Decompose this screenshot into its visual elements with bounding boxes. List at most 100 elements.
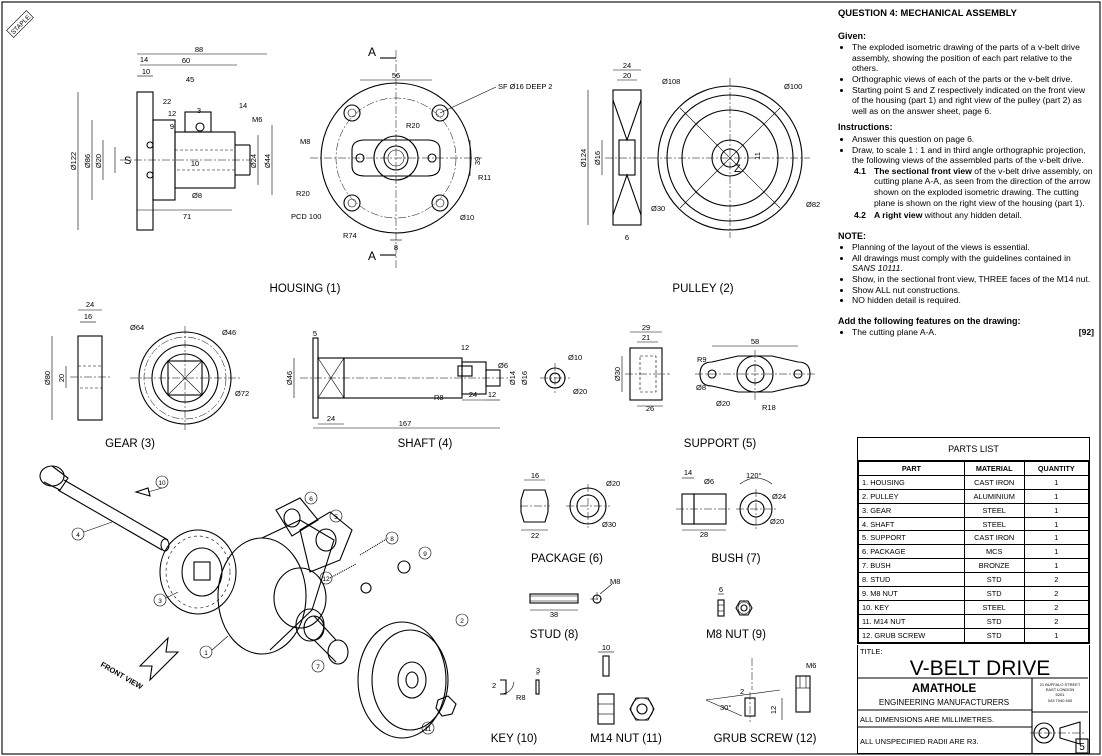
caption-m14nut: M14 NUT (11) (590, 733, 662, 745)
key-views: 3 2 R8 (492, 666, 540, 702)
company-subtitle: ENGINEERING MANUFACTURERS (879, 698, 1009, 707)
dim-b-d6: Ø6 (704, 477, 714, 486)
dim-p20: 20 (623, 71, 631, 80)
iso-m8-nut-1 (397, 560, 411, 574)
part-qty: 1 (1023, 558, 1090, 574)
pulley-right-view: Ø108 Ø100 11 Z Ø30 Ø82 (650, 77, 820, 238)
dim-r74: R74 (343, 231, 357, 240)
dim-d124: Ø124 (579, 149, 588, 167)
dimension-note: ALL DIMENSIONS ARE MILLIMETRES. (860, 715, 994, 724)
question-panel: QUESTION 4: MECHANICAL ASSEMBLY Given: T… (838, 7, 1094, 338)
title-label: TITLE: (860, 647, 883, 656)
instructions-heading: Instructions: (838, 122, 893, 133)
dim-71: 71 (183, 212, 191, 221)
housing-right-view: A 56 SF Ø16 DEEP 2 M8 R20 39 R20 R11 PCD… (291, 45, 552, 270)
note-item: Planning of the layout of the views is e… (852, 242, 1094, 253)
balloon-6: 6 (309, 496, 313, 503)
dim-sp-d8: Ø8 (696, 383, 706, 392)
dim-8: 8 (394, 243, 398, 252)
caption-m8nut: M8 NUT (9) (706, 629, 766, 641)
dim-b120: 120° (746, 471, 762, 480)
dim-d10: Ø10 (460, 213, 474, 222)
part-qty: 1 (1023, 516, 1090, 532)
front-view-label: FRONT VIEW (99, 660, 145, 692)
balloon-3: 3 (158, 598, 162, 605)
question-title: QUESTION 4: MECHANICAL ASSEMBLY (838, 7, 1017, 18)
iso-bush (303, 615, 349, 665)
given-item: The exploded isometric drawing of the pa… (852, 42, 1094, 74)
staple-text: STAPLE (10, 13, 33, 36)
third-angle-projection-symbol (1030, 721, 1084, 745)
support-right-view: 58 R9 Ø8 Ø20 R18 (695, 337, 815, 412)
dim-d16s: Ø16 (520, 371, 529, 385)
dim-56: 56 (392, 71, 400, 80)
address-line-3: 5201 (1056, 692, 1066, 697)
caption-stud: STUD (8) (530, 629, 579, 641)
dim-d10s: Ø10 (568, 353, 582, 362)
parts-list-title: PARTS LIST (858, 438, 1089, 461)
instruction-item: Answer this question on page 6. (852, 134, 1094, 145)
support-front-view: 29 21 Ø30 26 (613, 323, 670, 413)
dim-39: 39 (473, 157, 482, 165)
parts-list: PARTS LIST PART MATERIAL QUANTITY 1. HOU… (857, 437, 1090, 644)
gear-front-view: 24 16 Ø80 20 (43, 300, 110, 421)
dim-sp26: 26 (646, 404, 654, 413)
caption-pulley: PULLEY (2) (672, 283, 733, 295)
part-qty: 2 (1023, 599, 1090, 615)
part-name: 12. GRUB SCREW (858, 627, 965, 643)
dim-9: 9 (170, 122, 174, 131)
balloon-1: 1 (204, 650, 208, 657)
dim-b-d24: Ø24 (772, 492, 786, 501)
stud-views: 38 M8 (529, 577, 620, 619)
dim-d46: Ø46 (222, 328, 236, 337)
dim-10b: 10 (191, 159, 199, 168)
dim-pk16: 16 (531, 471, 539, 480)
part-qty: 1 (1023, 627, 1090, 643)
package-views: 16 22 Ø20 Ø30 (520, 471, 620, 540)
dim-pk-d30: Ø30 (602, 520, 616, 529)
dim-s12b: 12 (488, 390, 496, 399)
subquestion-text: of the v-belt drive assembly, on cutting… (874, 165, 1093, 208)
dim-11: 11 (753, 152, 762, 160)
dim-d6: Ø6 (498, 361, 508, 370)
company-name: AMATHOLE (912, 683, 977, 695)
dim-d8: Ø8 (192, 191, 202, 200)
dim-r9: R9 (697, 355, 707, 364)
iso-support (299, 511, 353, 573)
dim-k-r8: R8 (516, 693, 526, 702)
front-view-arrow: FRONT VIEW (99, 636, 180, 692)
part-name: 6. PACKAGE (858, 544, 965, 560)
add-feature-item: The cutting plane A-A.[92] (852, 327, 1094, 338)
part-material: STD (963, 627, 1025, 643)
dim-88: 88 (195, 45, 203, 54)
dim-sp29: 29 (642, 323, 650, 332)
part-name: 9. M8 NUT (858, 586, 965, 601)
note-item: NO hidden detail is required. (852, 295, 1094, 306)
part-name: 3. GEAR (858, 502, 965, 518)
part-name: 10. KEY (858, 599, 965, 615)
part-name: 11. M14 NUT (858, 613, 965, 629)
exploded-isometric: FRONT VIEW 10 4 3 6 5 8 9 12 1 7 2 11 (39, 465, 469, 739)
part-material: STD (963, 586, 1025, 601)
bush-views: 14 Ø6 28 120° Ø24 Ø20 (676, 468, 786, 539)
instructions-list: Answer this question on page 6. Draw, to… (838, 134, 1094, 166)
iso-m8-nut-2 (360, 582, 372, 594)
dim-p6: 6 (625, 233, 629, 242)
dim-s24: 24 (469, 390, 477, 399)
m8-nut-views: 6 (717, 585, 753, 617)
part-material: STEEL (963, 502, 1025, 518)
dim-14: 14 (140, 55, 148, 64)
part-name: 5. SUPPORT (858, 530, 965, 546)
add-features-heading: Add the following features on the drawin… (838, 315, 1021, 326)
caption-support: SUPPORT (5) (684, 438, 757, 450)
part-material: CAST IRON (963, 474, 1025, 490)
dim-r20-top: R20 (406, 121, 420, 130)
part-material: CAST IRON (963, 530, 1025, 546)
iso-key (134, 487, 151, 497)
dim-r11: R11 (478, 173, 491, 182)
balloon-5: 5 (334, 514, 338, 521)
dim-st-m8: M8 (610, 577, 620, 586)
balloon-8: 8 (390, 536, 394, 543)
